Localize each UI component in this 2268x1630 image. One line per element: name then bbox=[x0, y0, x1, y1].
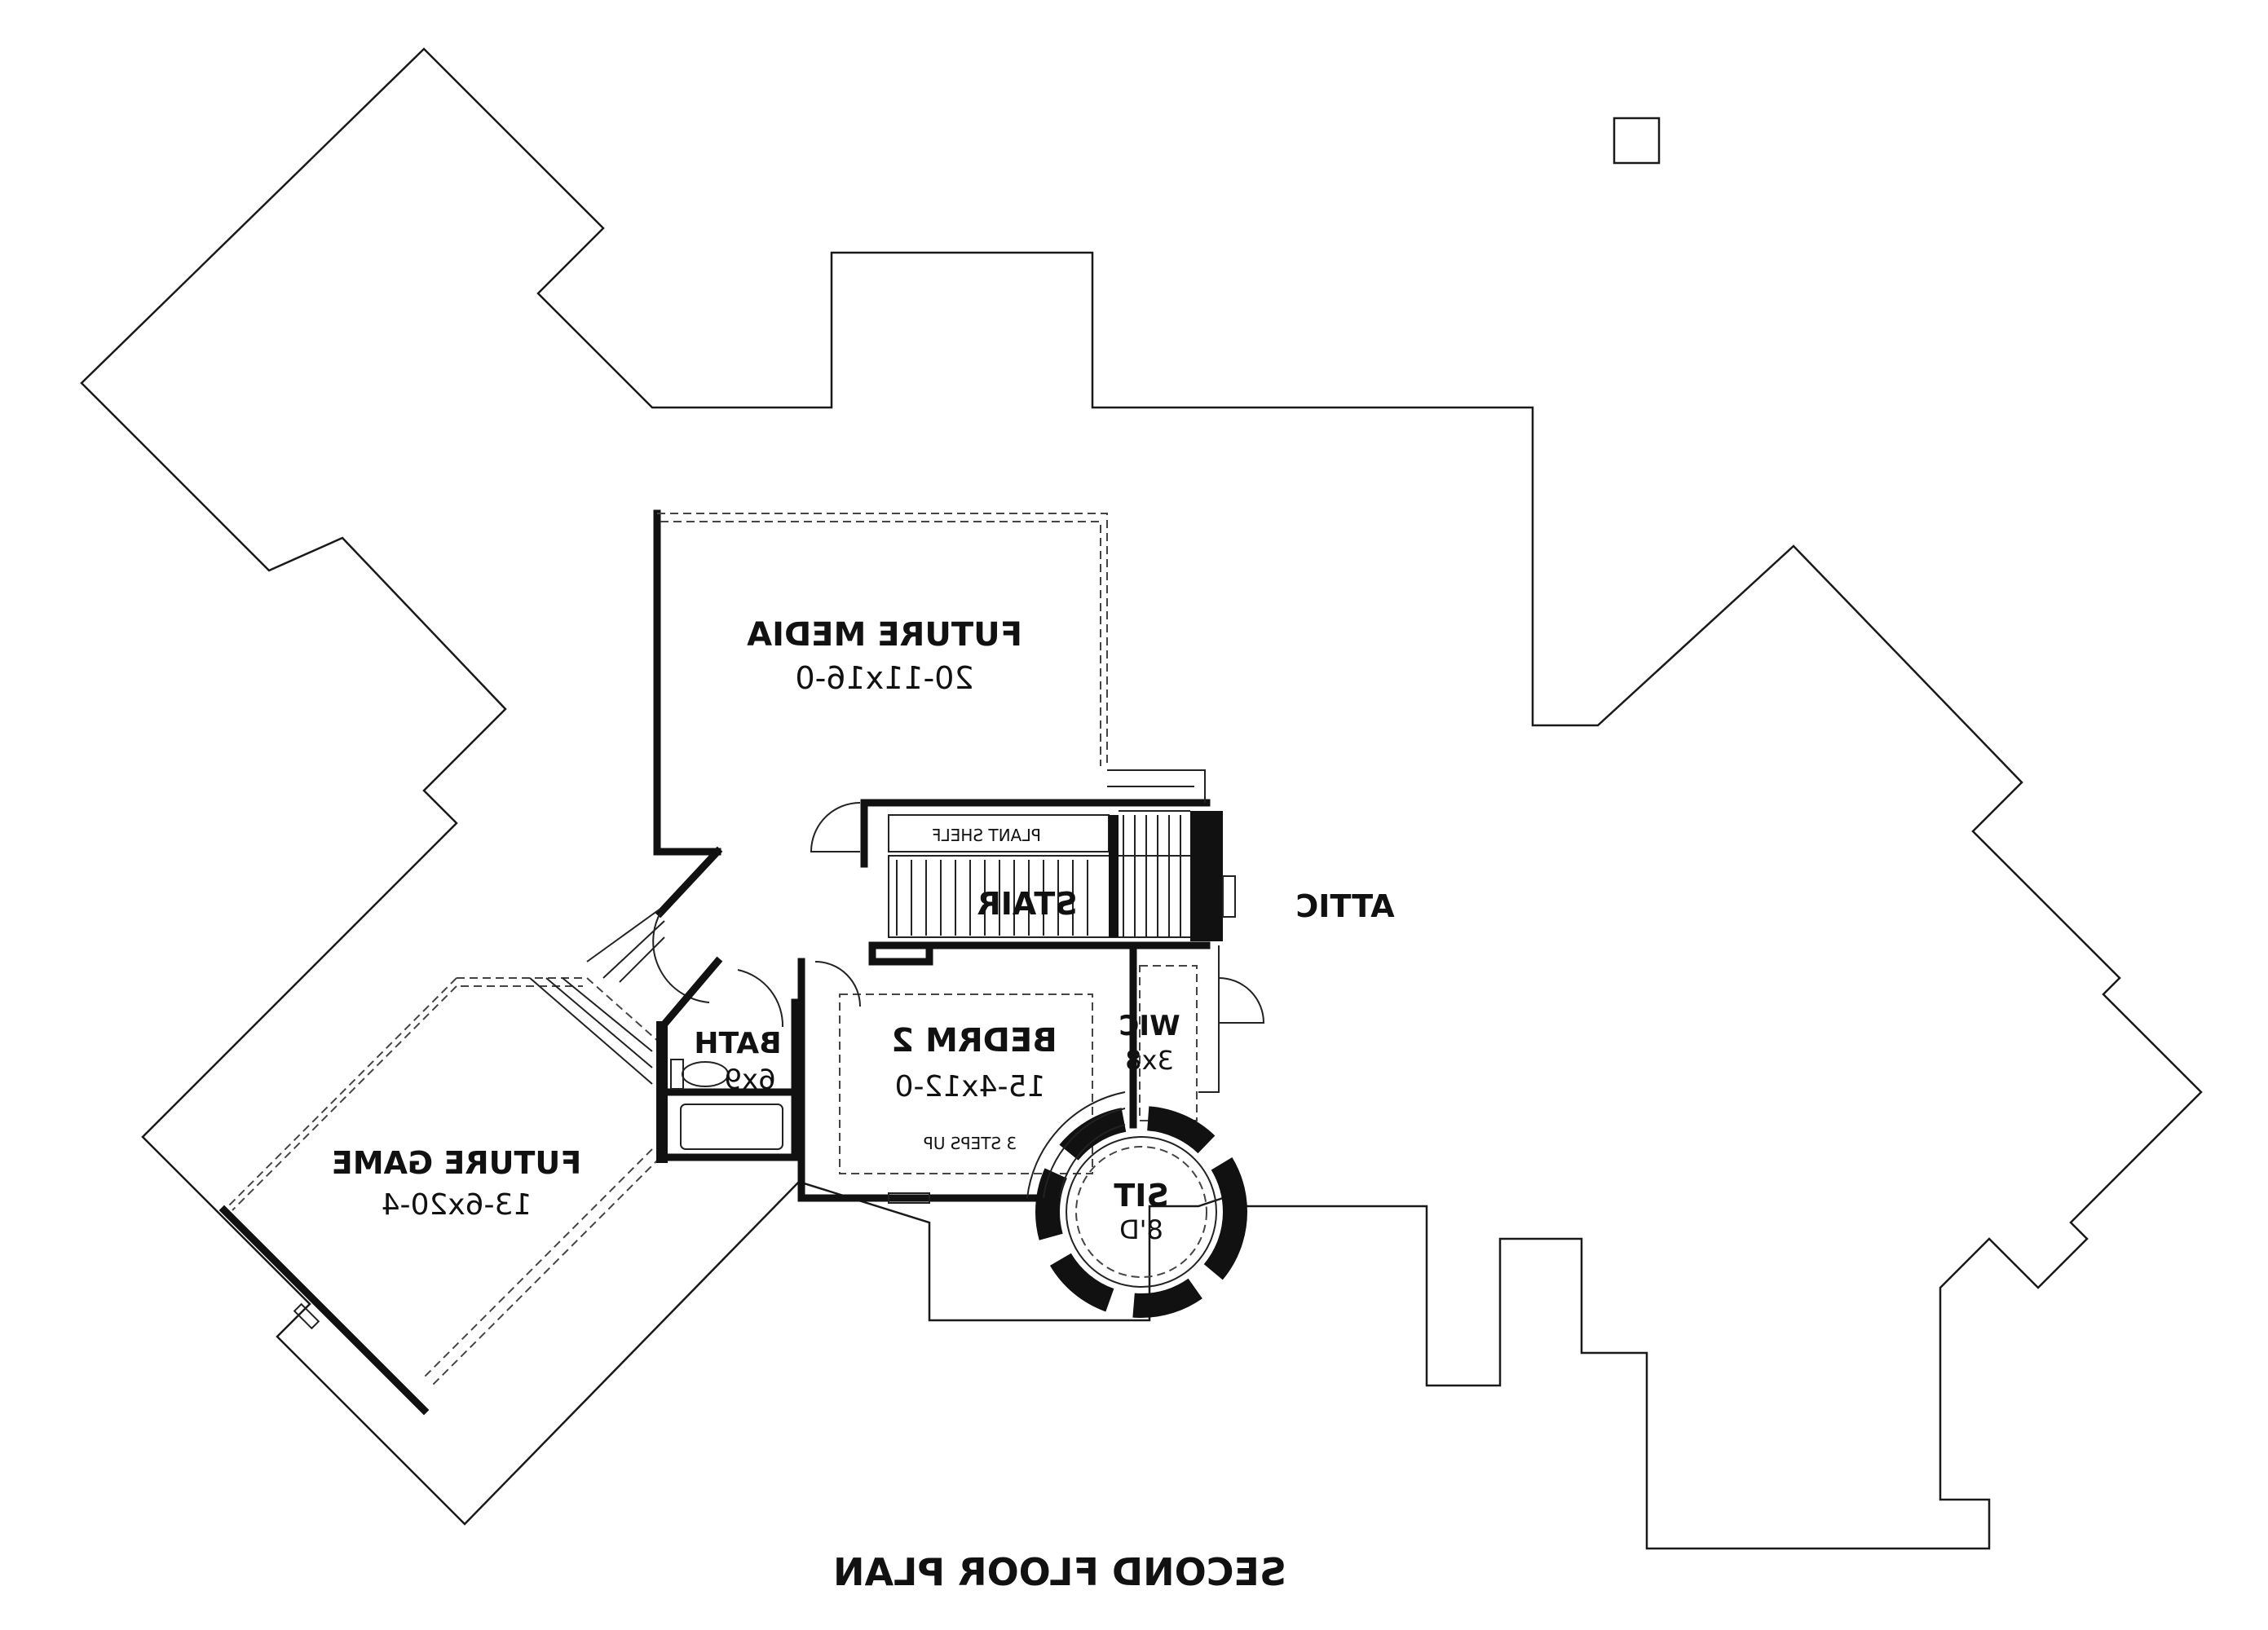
svg-text:13-6x20-4: 13-6x20-4 bbox=[382, 1188, 532, 1222]
attic-stair-lines bbox=[1107, 769, 1206, 938]
label-plant-shelf: PLANT SHELF bbox=[932, 826, 1041, 845]
bathtub bbox=[680, 1104, 783, 1150]
label-future-media: FUTURE MEDIA 20-11x16-0 bbox=[747, 616, 1022, 696]
steps-arcs bbox=[1026, 1091, 1126, 1199]
game-wall-left bbox=[218, 1205, 430, 1416]
label-bath: BATH 6x9 bbox=[694, 1027, 781, 1096]
wic-door-arc bbox=[1218, 977, 1265, 1024]
bedrm-wall-top bbox=[868, 941, 933, 966]
svg-text:3x8: 3x8 bbox=[1125, 1045, 1174, 1076]
attic-stair-vent bbox=[1222, 875, 1236, 918]
svg-text:BATH: BATH bbox=[694, 1027, 781, 1060]
game-diag-lines bbox=[529, 908, 665, 1085]
game-window bbox=[293, 1302, 320, 1330]
media-dashed-top bbox=[657, 513, 1108, 766]
label-stair: STAIR bbox=[977, 886, 1077, 922]
svg-text:6x9: 6x9 bbox=[724, 1064, 775, 1096]
sit-inner-line bbox=[1066, 1136, 1217, 1288]
label-sit: SIT 8'D bbox=[1114, 1178, 1169, 1245]
svg-text:3 STEPS UP: 3 STEPS UP bbox=[924, 1134, 1017, 1153]
sit-outer-wall bbox=[1035, 1106, 1247, 1318]
bedrm-door-arc bbox=[814, 961, 861, 1007]
game-dashed-bottom bbox=[423, 1148, 661, 1386]
svg-text:15-4x12-0: 15-4x12-0 bbox=[895, 1070, 1046, 1104]
stair-treads bbox=[896, 815, 1181, 937]
chimney-box bbox=[1613, 117, 1661, 165]
wic-wall-line bbox=[1198, 945, 1220, 1093]
label-wic: WIC 3x8 bbox=[1119, 1010, 1180, 1076]
svg-text:BEDRM 2: BEDRM 2 bbox=[891, 1022, 1057, 1060]
bedrm-window bbox=[888, 1192, 930, 1204]
svg-text:FUTURE GAME: FUTURE GAME bbox=[332, 1145, 581, 1181]
bath-door-arc bbox=[652, 912, 710, 1003]
bath-door-arc-2 bbox=[737, 969, 784, 1028]
label-attic: ATTIC bbox=[1295, 888, 1394, 924]
toilet-tank bbox=[670, 1059, 684, 1090]
hall-wall bbox=[655, 846, 723, 919]
svg-text:FUTURE MEDIA: FUTURE MEDIA bbox=[747, 616, 1022, 654]
hall-door-arc bbox=[810, 802, 861, 852]
roof-outline bbox=[80, 47, 2203, 1550]
svg-text:8'D: 8'D bbox=[1119, 1214, 1163, 1245]
bedrm-dashed bbox=[839, 993, 1093, 1174]
game-dashed-right bbox=[223, 977, 457, 1211]
svg-text:SIT: SIT bbox=[1114, 1178, 1169, 1214]
wic-dashed bbox=[1139, 965, 1198, 1121]
sit-inner-dashed bbox=[1075, 1146, 1207, 1278]
toilet bbox=[682, 1061, 729, 1087]
label-bedrm2: BEDRM 2 15-4x12-0 3 STEPS UP bbox=[891, 1022, 1057, 1153]
game-dashed-top bbox=[457, 977, 661, 1044]
svg-text:WIC: WIC bbox=[1119, 1010, 1180, 1042]
stair-post bbox=[1109, 815, 1119, 937]
attic-stair-block bbox=[1190, 811, 1223, 941]
plan-title: SECOND FLOOR PLAN bbox=[833, 1550, 1286, 1594]
media-dashed-top-inner bbox=[660, 521, 1101, 766]
bath-wall-top bbox=[656, 956, 723, 1033]
svg-text:20-11x16-0: 20-11x16-0 bbox=[795, 660, 973, 696]
label-future-game: FUTURE GAME 13-6x20-4 bbox=[332, 1145, 581, 1222]
